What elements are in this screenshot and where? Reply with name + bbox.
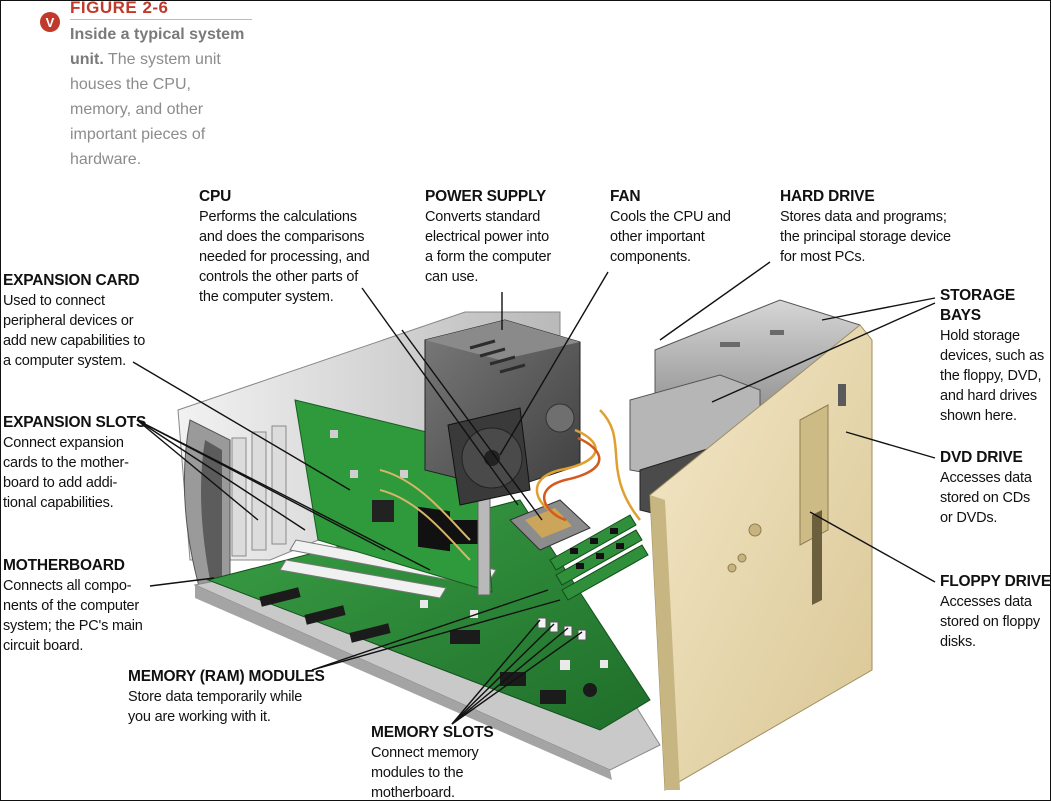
- figure-badge-icon: V: [40, 12, 60, 32]
- label-motherboard-desc: Connects all compo- nents of the compute…: [3, 578, 143, 654]
- label-hard-drive-desc: Stores data and programs; the principal …: [780, 209, 951, 265]
- label-power-supply: POWER SUPPLY Converts standard electrica…: [425, 187, 551, 287]
- cable-shapes: [535, 409, 641, 522]
- label-expansion-card-title: EXPANSION CARD: [3, 272, 140, 289]
- label-expansion-card: EXPANSION CARD Used to connect periphera…: [3, 271, 145, 371]
- memory-module-shapes: [549, 514, 649, 601]
- label-cpu: CPU Performs the calculations and does t…: [199, 187, 370, 307]
- slot-covers: [231, 425, 287, 557]
- label-expansion-slots-desc: Connect expansion cards to the mother- b…: [3, 435, 129, 511]
- label-power-supply-title: POWER SUPPLY: [425, 188, 547, 205]
- label-expansion-slots-title: EXPANSION SLOTS: [3, 414, 147, 431]
- label-hard-drive-title: HARD DRIVE: [780, 188, 875, 205]
- front-bezel-shape: [649, 324, 873, 791]
- caption-rule: [70, 19, 252, 20]
- label-memory-slots-title: MEMORY SLOTS: [371, 724, 494, 741]
- label-fan-title: FAN: [610, 188, 641, 205]
- label-expansion-slots: EXPANSION SLOTS Connect expansion cards …: [3, 413, 146, 513]
- label-power-supply-desc: Converts standard electrical power into …: [425, 209, 551, 285]
- label-floppy-drive-title: FLOPPY DRIVE: [940, 573, 1051, 590]
- label-dvd-drive-title: DVD DRIVE: [940, 449, 1023, 466]
- label-memory-modules: MEMORY (RAM) MODULES Store data temporar…: [128, 667, 325, 727]
- caption-body: The system unit houses the CPU, memory, …: [70, 51, 221, 168]
- label-memory-slots: MEMORY SLOTS Connect memory modules to t…: [371, 723, 494, 803]
- fan-heatsink-shape: [447, 407, 531, 506]
- label-cpu-desc: Performs the calculations and does the c…: [199, 209, 370, 305]
- label-storage-bays-title: STORAGE BAYS: [940, 287, 1015, 324]
- label-cpu-title: CPU: [199, 188, 232, 205]
- label-fan: FAN Cools the CPU and other important co…: [610, 187, 731, 267]
- label-expansion-card-desc: Used to connect peripheral devices or ad…: [3, 293, 146, 369]
- label-floppy-drive: FLOPPY DRIVE Accesses data stored on flo…: [940, 572, 1051, 652]
- label-memory-modules-desc: Store data temporarily while you are wor…: [128, 689, 303, 725]
- label-fan-desc: Cools the CPU and other important compon…: [610, 209, 731, 265]
- label-dvd-drive: DVD DRIVE Accesses data stored on CDs or…: [940, 448, 1032, 528]
- leader-lines: [132, 261, 936, 725]
- label-dvd-drive-desc: Accesses data stored on CDs or DVDs.: [940, 470, 1032, 526]
- label-storage-bays-desc: Hold storage devices, such as the floppy…: [940, 328, 1044, 424]
- label-floppy-drive-desc: Accesses data stored on floppy disks.: [940, 594, 1040, 650]
- label-hard-drive: HARD DRIVE Stores data and programs; the…: [780, 187, 951, 267]
- label-memory-modules-title: MEMORY (RAM) MODULES: [128, 668, 325, 685]
- label-memory-slots-desc: Connect memory modules to the motherboar…: [371, 745, 479, 801]
- cpu-chip-shape: [509, 499, 591, 551]
- caption-title: Inside a typical system unit.: [70, 26, 245, 68]
- label-motherboard-title: MOTHERBOARD: [3, 557, 125, 574]
- label-storage-bays: STORAGE BAYS Hold storage devices, such …: [940, 286, 1051, 426]
- figure-number: FIGURE 2-6: [70, 0, 169, 17]
- figure-caption: Inside a typical system unit. The system…: [70, 22, 255, 172]
- label-motherboard: MOTHERBOARD Connects all compo- nents of…: [3, 556, 143, 656]
